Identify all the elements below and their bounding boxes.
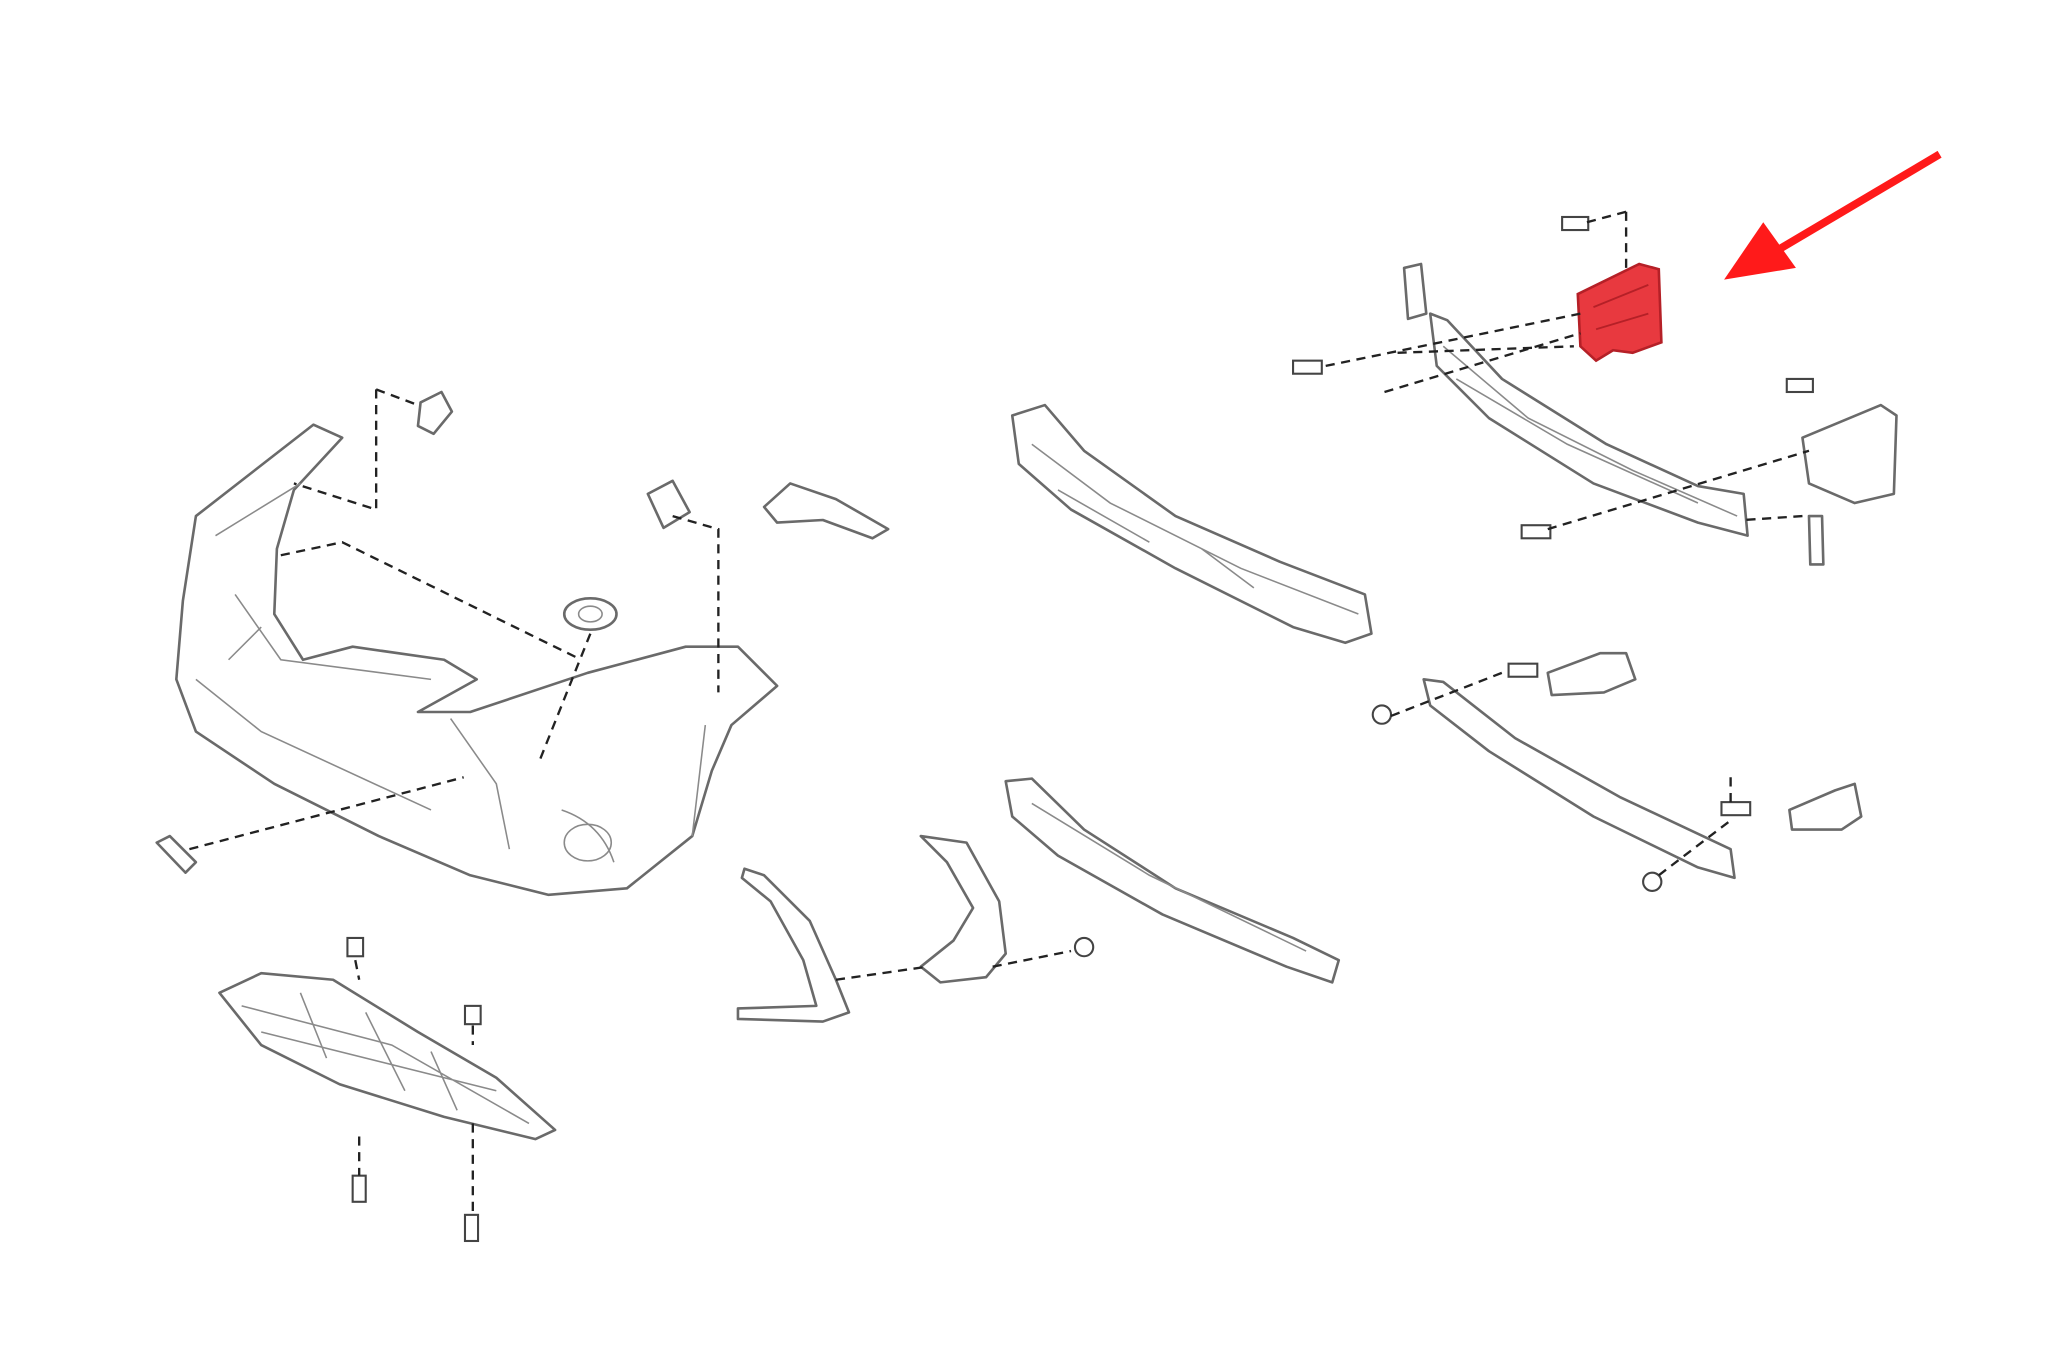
highlighted-center-bracket — [1576, 262, 1663, 363]
clip-icon — [346, 936, 365, 958]
bolt-icon — [1561, 215, 1590, 232]
engine-under-cover — [218, 971, 557, 1141]
nut-icon — [1371, 704, 1393, 725]
bumper-reinforcement-beam — [1428, 312, 1749, 537]
cover-end-clip — [155, 834, 198, 874]
cover-clip-center — [562, 597, 618, 632]
bolt-icon — [1720, 801, 1752, 817]
lower-absorber-bar — [1004, 777, 1341, 984]
bumper-energy-absorber — [1010, 403, 1373, 645]
beam-end-bracket — [1801, 403, 1898, 505]
front-bumper-cover — [175, 423, 779, 897]
bolt-icon — [1292, 359, 1323, 375]
arrow-pointer-icon — [1724, 150, 1942, 280]
stiffener-bracket-left — [1546, 651, 1637, 697]
side-retainer-bracket — [762, 482, 890, 540]
clip-icon — [463, 1004, 482, 1026]
fog-lamp-bezel — [736, 867, 851, 1023]
bolt-icon — [463, 1213, 480, 1243]
cover-clip-top — [416, 390, 454, 436]
stiffener-bracket-right — [1788, 782, 1863, 831]
bolt-icon — [1507, 662, 1539, 678]
fog-lamp-bracket — [919, 834, 1095, 984]
small-bracket-left — [1402, 262, 1428, 321]
small-bracket-right — [1807, 514, 1825, 566]
lower-stiffener — [1371, 662, 1752, 892]
clip-icon — [1073, 936, 1095, 958]
leader-lines — [189, 210, 1810, 1215]
bolt-icon — [1785, 377, 1814, 394]
bolt-icon — [351, 1174, 367, 1203]
beam-fasteners — [1292, 215, 1814, 540]
bolt-icon — [1520, 524, 1552, 540]
cover-clip-right — [646, 479, 691, 530]
nut-icon — [1642, 871, 1663, 892]
